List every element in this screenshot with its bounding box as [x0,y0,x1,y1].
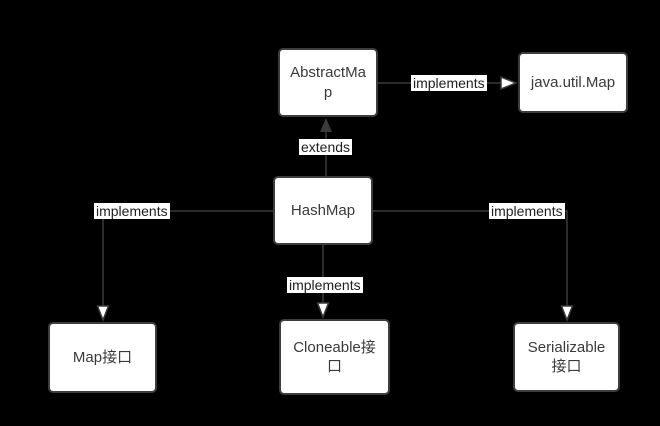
implements-arrowhead-down-center [316,302,330,320]
node-serializable-interface-label: Serializable接口 [527,338,606,376]
node-java-util-map-label: java.util.Map [530,73,616,91]
edge-label-implements-right: implements [489,203,565,219]
node-map-interface-label: Map接口 [72,348,133,366]
edge-label-implements-top: implements [411,75,487,91]
edge-hashmap-serializable [373,210,574,323]
implements-arrowhead-down-left [96,305,110,323]
edge-label-implements-center: implements [287,277,363,293]
implements-arrowhead-right [500,75,519,91]
node-map-interface: Map接口 [48,322,157,393]
node-hashmap-label: HashMap [290,201,356,219]
node-hashmap: HashMap [273,176,373,245]
node-cloneable-interface-label: Cloneable接口 [293,338,376,376]
edge-hashmap-cloneable [316,245,330,320]
node-java-util-map: java.util.Map [518,52,628,113]
node-cloneable-interface: Cloneable接口 [279,319,390,395]
node-serializable-interface: Serializable接口 [513,322,620,392]
edge-label-implements-left: implements [94,203,170,219]
extends-arrowhead [320,118,332,132]
implements-arrowhead-down-right [560,305,574,323]
node-abstractmap-label: AbstractMap [290,64,366,101]
edge-hashmap-map [96,210,273,323]
node-abstractmap: AbstractMap [278,48,378,117]
edge-label-extends: extends [299,139,353,155]
